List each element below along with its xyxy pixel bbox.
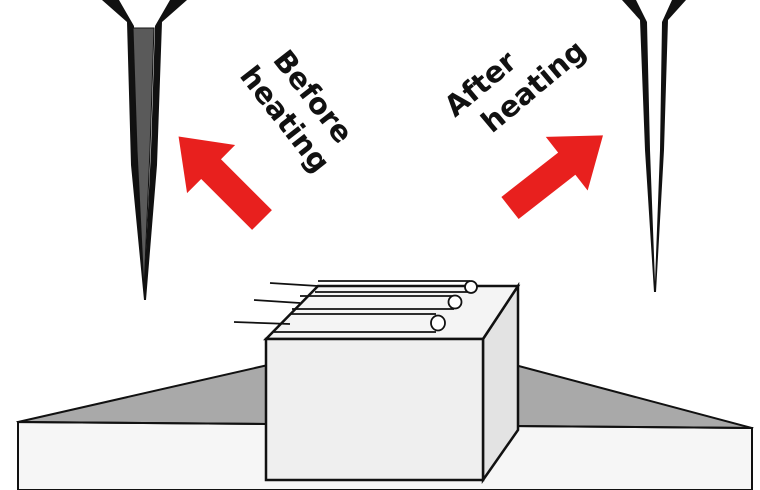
- arrow-up-left-icon: [178, 136, 272, 230]
- tube-end-2: [447, 294, 463, 310]
- capillary-tube-3: [233, 313, 446, 333]
- capillary-after-heating: [622, 0, 686, 292]
- capillary-tube-1: [269, 280, 478, 294]
- capillary-before-heating: [102, 0, 187, 300]
- label-before-heating: Before heating: [233, 43, 360, 178]
- block-front-face: [264, 337, 485, 482]
- capillary-tubes: [233, 280, 478, 333]
- tube-end-3: [430, 314, 446, 332]
- heating-block: [263, 281, 521, 484]
- label-after-heating: After heating: [438, 33, 593, 139]
- arrow-up-right-icon: [501, 135, 603, 220]
- block-top-face: [263, 284, 521, 341]
- capillary-tube-2: [253, 294, 463, 310]
- tube-end-1: [464, 280, 478, 294]
